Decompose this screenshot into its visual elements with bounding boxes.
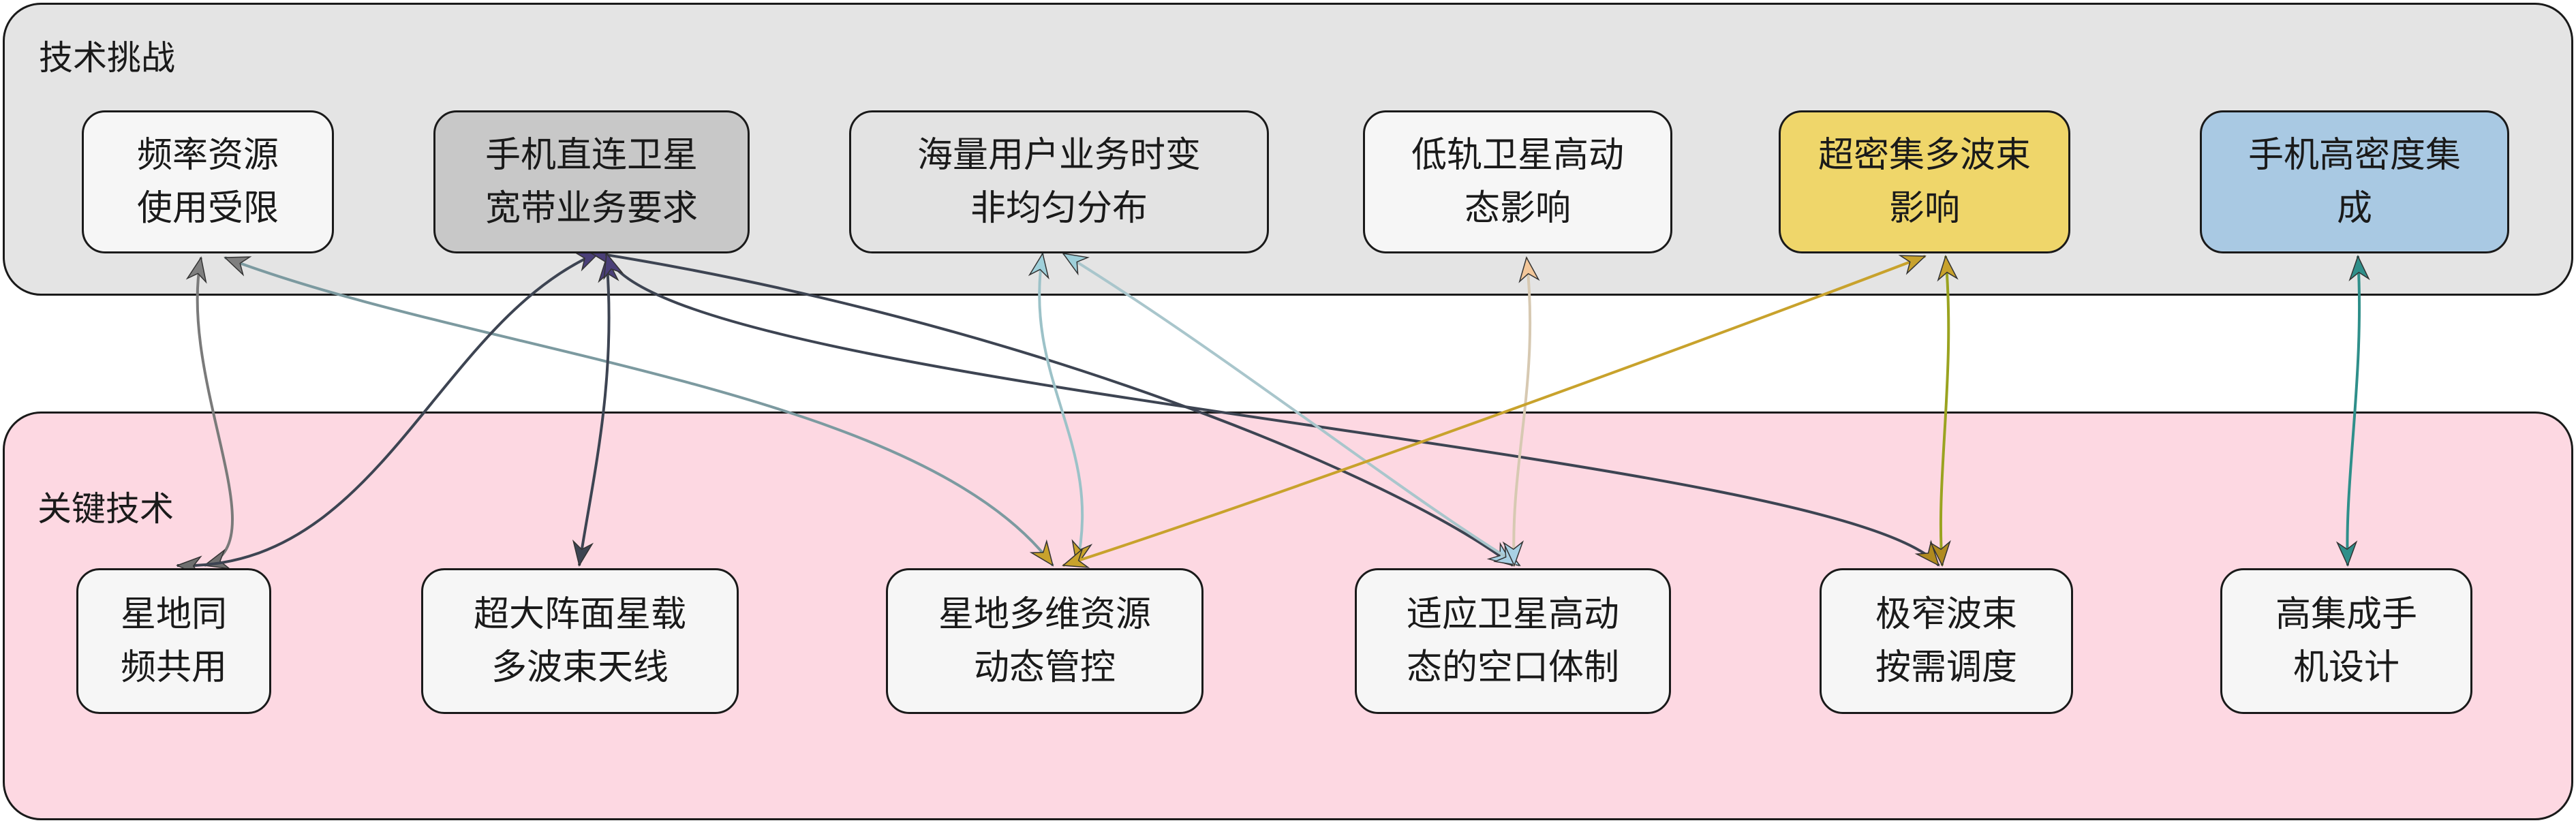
link-c2-t4 (589, 251, 1514, 567)
arrowhead-c4-t4-bottom (1502, 540, 1524, 567)
arrowhead-c3-t4-top (1062, 252, 1090, 276)
arrowhead-c5-t3-top (1898, 255, 1927, 275)
tech-phone-design: 高集成手 机设计 (2220, 568, 2472, 714)
link-c3-t3 (1038, 253, 1084, 566)
challenge-frequency-limited: 频率资源 使用受限 (82, 110, 334, 253)
arrowhead-c5-t3-bottom (1062, 547, 1090, 568)
link-c5-t3 (1062, 255, 1926, 567)
challenges-group: 技术挑战 (3, 3, 2573, 296)
arrowhead-c2-t5-bottom (1914, 540, 1940, 567)
challenge-broadband-requirement: 手机直连卫星 宽带业务要求 (433, 110, 750, 253)
arrowhead-c3-t3-top (1028, 252, 1049, 280)
tech-resource-management: 星地多维资源 动态管控 (886, 568, 1203, 714)
arrowhead-c6-t6-top (2348, 255, 2370, 282)
link-c1-t1 (196, 257, 234, 567)
arrowhead-c1-t1-top (185, 256, 207, 284)
tech-large-array-antenna: 超大阵面星载 多波束天线 (421, 568, 739, 714)
challenges-group-label: 技术挑战 (39, 38, 175, 78)
tech-beam-scheduling: 极窄波束 按需调度 (1820, 568, 2073, 714)
challenge-phone-integration: 手机高密度集 成 (2200, 110, 2509, 253)
arrowhead-c5-t5-top (1937, 255, 1959, 282)
arrowhead-c2-t5-top (603, 252, 624, 281)
link-c2-t1 (177, 251, 600, 568)
technologies-group-label: 关键技术 (37, 489, 174, 529)
link-c2-t2 (578, 257, 611, 566)
link-c2-t5 (605, 253, 1940, 567)
link-c1-t3 (224, 256, 1054, 567)
challenge-leo-dynamics: 低轨卫星高动 态影响 (1363, 110, 1672, 253)
challenge-dense-multibeam: 超密集多波束 影响 (1779, 110, 2070, 253)
tech-co-frequency-sharing: 星地同 频共用 (76, 568, 271, 714)
arrowhead-c5-t5-bottom (1929, 540, 1951, 567)
challenge-user-distribution: 海量用户业务时变 非均匀分布 (849, 110, 1269, 253)
link-c4-t4 (1512, 257, 1532, 566)
arrowhead-c4-t4-top (1518, 256, 1540, 283)
link-c5-t5 (1939, 255, 1950, 566)
link-c6-t6 (2346, 255, 2361, 566)
link-c3-t4 (1062, 252, 1521, 567)
arrowhead-c1-t3-top (224, 256, 252, 277)
tech-air-interface: 适应卫星高动 态的空口体制 (1355, 568, 1671, 714)
arrowhead-c6-t6-bottom (2335, 540, 2358, 567)
arrowhead-c1-t3-bottom (1029, 539, 1054, 567)
arrowhead-c2-t2-bottom (572, 539, 594, 567)
